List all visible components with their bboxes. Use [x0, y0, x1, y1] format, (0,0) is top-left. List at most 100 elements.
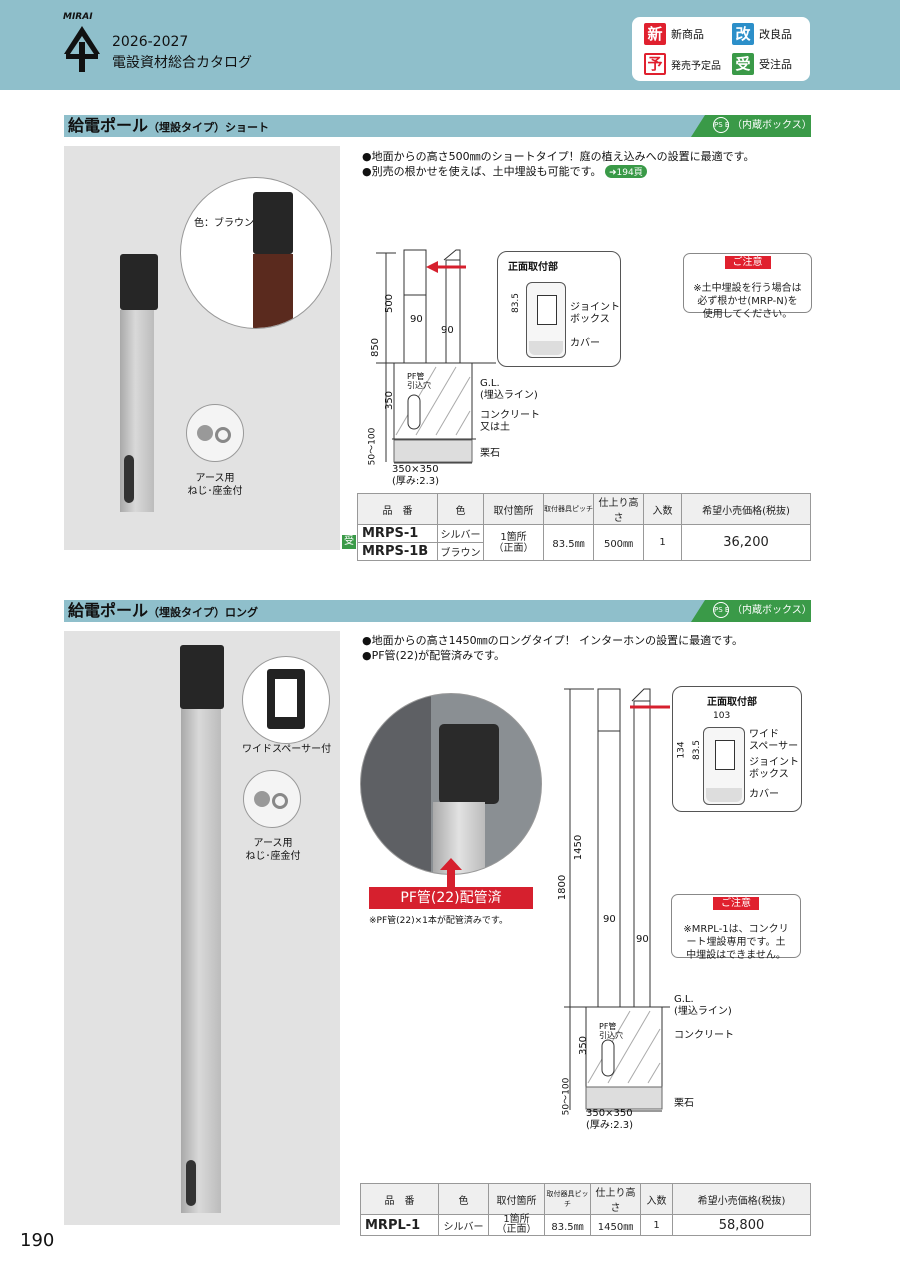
improved-badge-icon: 改 [732, 23, 754, 45]
front-plate [526, 282, 566, 358]
th-color: 色 [438, 1183, 489, 1215]
front-plate [703, 727, 745, 805]
legend-new-text: 新商品 [671, 28, 704, 41]
note-text: ※MRPL-1は、コンクリ ート埋設専用です。土 中埋設はできません。 [683, 924, 789, 961]
legend-improved-text: 改良品 [759, 28, 792, 41]
front-detail-box-short: 正面取付部 83.5 ジョイント ボックス カバー [497, 251, 621, 367]
pse-icon: PS E [713, 117, 729, 133]
section-short-title: 給電ポール（埋設タイプ）ショート [68, 116, 270, 135]
intercom-box [439, 724, 499, 804]
catalog-year: 2026-2027 [112, 34, 189, 50]
section-long-header: 給電ポール（埋設タイプ）ロング PS E（内蔵ボックス） [64, 600, 811, 622]
pf-note: ※PF管(22)×1本が配管済みです。 [369, 916, 508, 926]
part-number: MRPL-1 [360, 1214, 439, 1236]
th-height: 仕上り高さ [590, 1183, 641, 1215]
dim-50-100: 50～100 [367, 427, 378, 466]
th-mount: 取付箇所 [483, 493, 544, 525]
pse-icon: PS E [713, 602, 729, 618]
note-text: ※土中埋設を行う場合は 必ず根かせ(MRP-N)を 使用してください。 [693, 283, 802, 320]
gravel-layer [393, 439, 473, 463]
pole-body-long [181, 709, 221, 1213]
dim-90b: 90 [441, 325, 454, 336]
legend-planned-text: 発売予定品 [671, 60, 721, 72]
bullet-short-2: ●別売の根かせを使えば、土中埋設も可能です。 ➜194頁 [362, 163, 647, 179]
spacer-label: ワイドスペーサー付 [242, 744, 332, 755]
joint-box-shape [715, 740, 735, 770]
spacer-circle [242, 656, 330, 744]
legend-order: 受受注品 [732, 53, 792, 75]
color-label: 色：ブラウン [194, 218, 254, 229]
gl-label: G.L. (埋込ライン) [480, 378, 538, 401]
gl-label: G.L. (埋込ライン) [674, 994, 732, 1017]
pse-tag: PS E（内蔵ボックス） [691, 115, 811, 137]
color-cell: ブラウン [437, 542, 484, 561]
spacer-diagram-label: ワイド スペーサー [749, 729, 799, 752]
cover-shape [529, 341, 563, 355]
planned-badge-icon: 予 [644, 53, 666, 75]
bullet-long-2: ●PF管(22)が配管済みです。 [362, 649, 506, 662]
table-row: MRPS-1B ブラウン [357, 542, 811, 561]
concrete-label: コンクリート [674, 1030, 734, 1041]
pf-hole-label: PF管 引込穴 [599, 1022, 623, 1040]
screw-circle-long [243, 770, 301, 828]
new-badge-icon: 新 [644, 23, 666, 45]
screw-label-long: アース用 ねじ･座金付 [245, 838, 301, 862]
dim-350: 350 [578, 1035, 590, 1056]
pole-head-long [180, 645, 224, 709]
dim-134: 134 [676, 741, 687, 759]
height-cell: 1450㎜ [590, 1214, 641, 1236]
th-pitch: 取付器具ピッチ [543, 493, 594, 525]
gravel-label: 栗石 [674, 1098, 694, 1109]
bullet-short-1: ●地面からの高さ500㎜のショートタイプ！庭の植え込みへの設置に最適です。 [362, 150, 755, 163]
dim-103: 103 [713, 711, 731, 721]
dim-1450: 1450 [573, 834, 585, 861]
bullet-long-1: ●地面からの高さ1450㎜のロングタイプ！ インターホンの設置に最適です。 [362, 634, 743, 647]
up-arrow-icon [440, 858, 462, 888]
joint-box-shape [537, 295, 557, 325]
note-long: ご注意※MRPL-1は、コンクリ ート埋設専用です。土 中埋設はできません。 [671, 894, 801, 961]
dim-83-5: 83.5 [692, 739, 703, 761]
page-ref-link[interactable]: ➜194頁 [605, 165, 647, 178]
washer-icon [272, 793, 288, 809]
order-badge-icon: 受 [342, 535, 356, 549]
th-price: 希望小売価格(税抜) [681, 493, 811, 525]
pole-slot [186, 1160, 196, 1206]
section-short-header: 給電ポール（埋設タイプ）ショート PS E（内蔵ボックス） [64, 115, 811, 137]
page-number: 190 [20, 1230, 55, 1251]
dim-90a: 90 [603, 914, 616, 925]
spec-table-long: 品 番 色 取付箇所 取付器具ピッチ 仕上り高さ 入数 希望小売価格(税抜) M… [360, 1183, 811, 1236]
legend-improved: 改改良品 [732, 23, 792, 45]
front-detail-label: 正面取付部 [707, 697, 757, 708]
pf-banner: PF管(22)配管済 [369, 887, 533, 909]
table-row: MRPL-1 シルバー 1箇所 （正面） 83.5㎜ 1450㎜ 1 58,80… [360, 1214, 811, 1236]
th-qty: 入数 [640, 1183, 673, 1215]
brown-pole-body [253, 254, 293, 328]
dim-50-100: 50～100 [561, 1077, 572, 1116]
dim-500: 500 [384, 293, 396, 314]
brown-zoom-circle [180, 177, 332, 329]
front-detail-label: 正面取付部 [508, 262, 558, 273]
dim-83-5: 83.5 [511, 292, 522, 314]
dim-90a: 90 [410, 314, 423, 325]
th-qty: 入数 [643, 493, 682, 525]
mount-cell: 1箇所 （正面） [483, 524, 544, 561]
th-pitch: 取付器具ピッチ [544, 1183, 591, 1215]
legend-new: 新新商品 [644, 23, 704, 45]
section-long-title: 給電ポール（埋設タイプ）ロング [68, 601, 259, 620]
qty-cell: 1 [643, 524, 682, 561]
note-head: ご注意 [724, 256, 771, 269]
dim-90b: 90 [636, 934, 649, 945]
dim-1800: 1800 [557, 874, 569, 901]
pitch-cell: 83.5㎜ [543, 524, 594, 561]
th-part: 品 番 [360, 1183, 439, 1215]
height-cell: 500㎜ [593, 524, 644, 561]
legend-planned: 予発売予定品 [644, 53, 721, 75]
pitch-cell: 83.5㎜ [544, 1214, 591, 1236]
gravel-label: 栗石 [480, 448, 500, 459]
brand-name: MIRAI [63, 12, 93, 22]
part-number: MRPS-1B [357, 542, 438, 561]
color-cell: シルバー [437, 524, 484, 543]
base-dim-label: 350×350 (厚み:2.3) [392, 464, 440, 487]
cover-label: カバー [570, 338, 600, 349]
spec-table-short: 品 番 色 取付箇所 取付器具ピッチ 仕上り高さ 入数 希望小売価格(税抜) M… [357, 493, 811, 561]
